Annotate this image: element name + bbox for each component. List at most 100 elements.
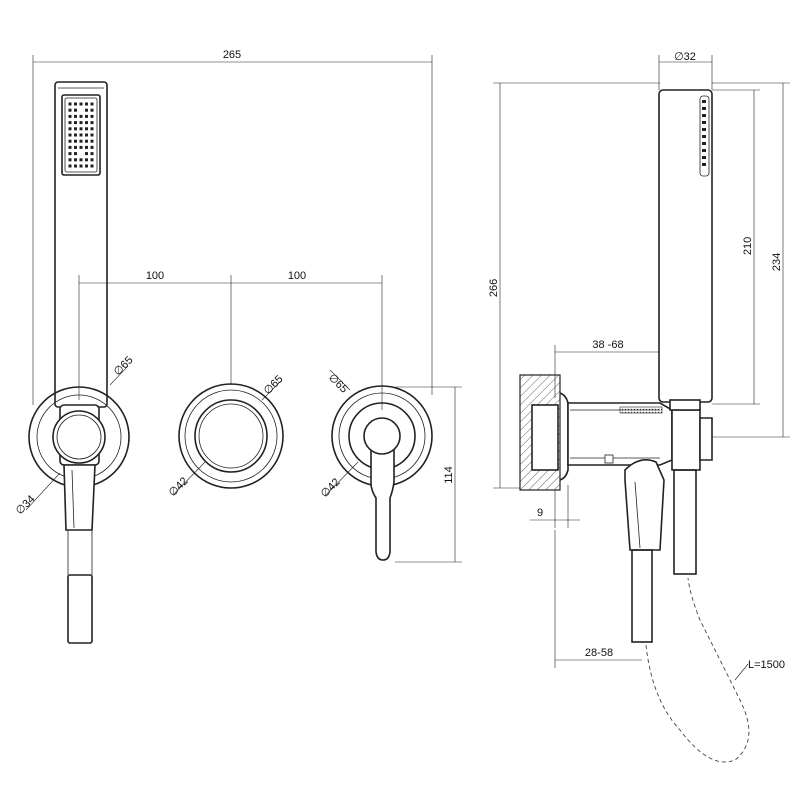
dim-diameters: ∅65 ∅34 ∅65 ∅42 ∅65 ∅42: [14, 354, 359, 517]
dim-wall-depth-label: 38 -68: [592, 339, 623, 351]
side-nozzle: [702, 163, 706, 166]
spray-nozzle: [74, 114, 77, 118]
spray-nozzle: [74, 121, 77, 125]
dim-hose-length-label: L=1500: [748, 659, 785, 671]
side-nozzle: [702, 128, 706, 131]
spray-nozzle: [90, 114, 94, 118]
spray-nozzle: [90, 158, 94, 162]
handshower-side: [658, 89, 713, 575]
spray-nozzle: [68, 158, 72, 162]
dim-spacing: 100 100: [78, 270, 383, 410]
spray-nozzle: [68, 114, 72, 118]
spray-nozzle: [74, 152, 77, 156]
spray-nozzle: [85, 102, 88, 106]
spray-nozzle: [90, 145, 94, 149]
spray-nozzle: [74, 164, 77, 168]
handshower-front: [54, 81, 108, 408]
spray-nozzle: [74, 127, 77, 131]
dim-lever-drop: 114: [395, 386, 462, 563]
spray-nozzle: [85, 158, 88, 162]
spray-nozzle: [90, 164, 94, 168]
side-nozzles: [702, 100, 706, 166]
spray-nozzle: [68, 102, 72, 106]
side-nozzle: [702, 121, 706, 124]
spray-nozzle: [68, 133, 72, 137]
spray-nozzle: [74, 133, 77, 137]
spray-nozzle: [79, 102, 83, 106]
spray-nozzle: [74, 108, 77, 112]
dim-right-inner-label: ∅42: [319, 476, 343, 500]
dim-handshower-length-label: 210: [742, 237, 754, 255]
front-view: 265: [14, 49, 462, 644]
dim-plate-thickness: 9: [530, 485, 580, 528]
dim-total-width-label: 265: [223, 49, 241, 61]
side-nozzle: [702, 114, 706, 117]
spray-nozzle: [68, 121, 72, 125]
spray-nozzle: [85, 139, 88, 143]
dim-overall-height: 266: [488, 82, 660, 489]
dim-rosette-right-label: ∅65: [326, 372, 350, 396]
mixer-right: [331, 385, 433, 561]
spray-nozzle: [90, 139, 94, 143]
spray-nozzle: [85, 152, 88, 156]
dim-hose-offset: 28-58: [554, 530, 642, 668]
dim-lever-drop-label: 114: [443, 466, 455, 484]
dim-mid-inner-label: ∅42: [167, 475, 191, 499]
spray-nozzle: [85, 121, 88, 125]
spray-nozzle: [90, 133, 94, 137]
side-nozzle: [702, 135, 706, 138]
dim-rosette-mid-label: ∅65: [262, 373, 286, 397]
spray-nozzle: [79, 139, 83, 143]
side-nozzle: [702, 156, 706, 159]
spray-nozzle: [79, 127, 83, 131]
spray-nozzle: [68, 108, 72, 112]
spray-nozzle: [90, 102, 94, 106]
spray-nozzle: [74, 139, 77, 143]
spray-nozzle: [85, 164, 88, 168]
dim-hose-offset-label: 28-58: [585, 647, 613, 659]
dim-rosette-left-label: ∅65: [112, 354, 136, 378]
spray-nozzle: [68, 139, 72, 143]
rosette-middle: [178, 383, 284, 489]
spray-nozzle: [85, 114, 88, 118]
spray-nozzle: [74, 102, 77, 106]
spray-nozzle: [74, 145, 77, 149]
spray-nozzle: [79, 133, 83, 137]
dim-spacing-right-label: 100: [288, 270, 306, 282]
side-view: ∅32: [488, 51, 790, 763]
spray-nozzles: [68, 102, 94, 168]
spray-nozzle: [90, 152, 94, 156]
dim-plate-thickness-label: 9: [537, 507, 543, 519]
side-nozzle: [702, 142, 706, 145]
spray-nozzle: [79, 158, 83, 162]
spray-nozzle: [68, 145, 72, 149]
dim-handshower-dia: ∅32: [658, 51, 713, 90]
hose-connector-side: [624, 459, 665, 643]
dim-outlet-label: ∅34: [14, 493, 38, 517]
side-nozzle: [702, 149, 706, 152]
dim-handshower-total-label: 234: [771, 253, 783, 271]
spray-nozzle: [74, 158, 77, 162]
spray-nozzle: [90, 121, 94, 125]
spray-nozzle: [79, 114, 83, 118]
wall-section: [519, 374, 569, 491]
outlet-body-side: [567, 402, 713, 471]
spray-nozzle: [85, 127, 88, 131]
outlet-left: [28, 386, 130, 644]
side-nozzle: [702, 107, 706, 110]
dim-hose-length: L=1500: [734, 659, 785, 681]
spray-nozzle: [68, 127, 72, 131]
dim-handshower-total: 234: [712, 82, 790, 438]
dim-spacing-left-label: 100: [146, 270, 164, 282]
spray-nozzle: [68, 164, 72, 168]
dim-total-width: 265: [32, 49, 433, 405]
spray-nozzle: [90, 127, 94, 131]
spray-nozzle: [85, 145, 88, 149]
dim-overall-height-label: 266: [488, 279, 500, 297]
dim-wall-depth: 38 -68: [554, 339, 660, 398]
dim-handshower-length: 210: [712, 89, 760, 405]
spray-nozzle: [79, 145, 83, 149]
spray-nozzle: [85, 108, 88, 112]
spray-nozzle: [79, 121, 83, 125]
